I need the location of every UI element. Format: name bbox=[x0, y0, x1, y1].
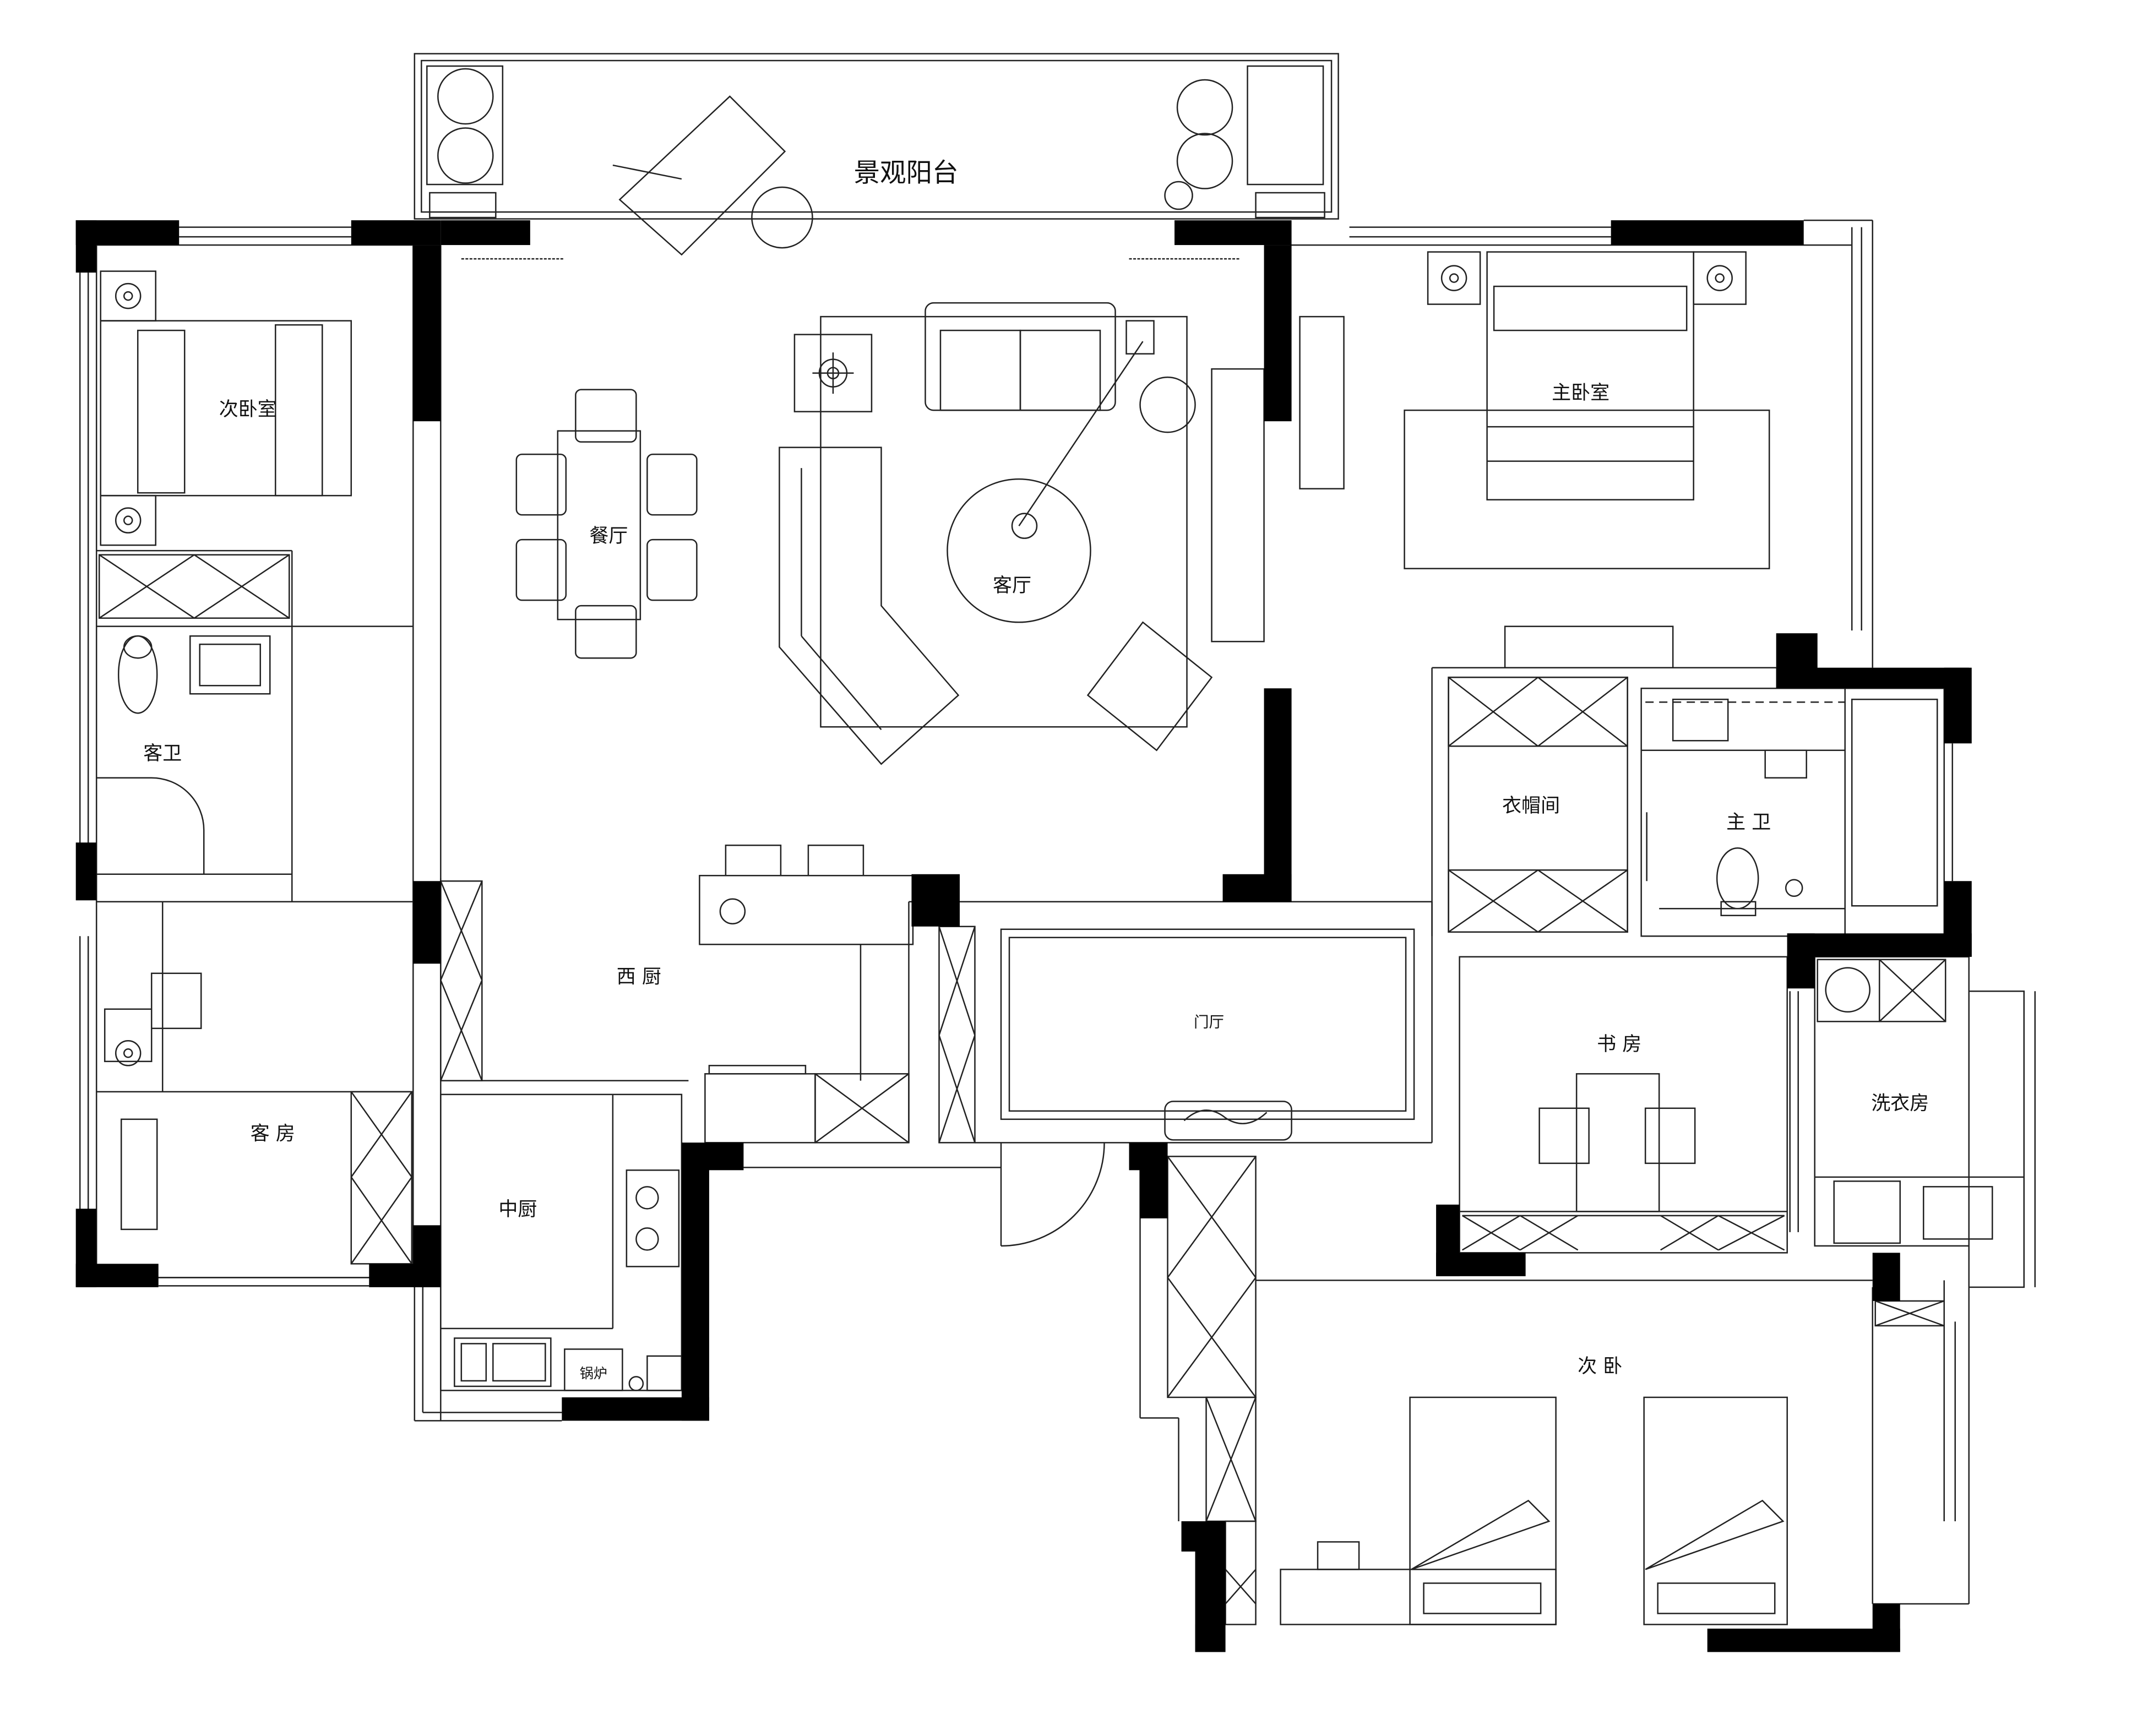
label-balcony: 景观阳台 bbox=[853, 158, 958, 188]
label-boiler: 锅炉 bbox=[580, 1365, 607, 1381]
label-dining: 餐厅 bbox=[589, 525, 628, 547]
label-guest-bath: 客卫 bbox=[143, 743, 182, 765]
label-guest-room: 客 房 bbox=[251, 1123, 295, 1145]
label-master-bedroom: 主卧室 bbox=[1552, 382, 1609, 404]
label-laundry: 洗衣房 bbox=[1871, 1092, 1929, 1114]
balcony-furniture bbox=[437, 68, 1233, 256]
label-foyer: 门厅 bbox=[1194, 1013, 1224, 1031]
living-furniture bbox=[515, 302, 1213, 765]
structural-walls bbox=[75, 220, 1972, 1652]
label-second-bedroom-b: 次 卧 bbox=[1578, 1356, 1622, 1378]
interior-lines bbox=[79, 53, 2036, 1625]
label-master-bath: 主 卫 bbox=[1726, 812, 1771, 834]
room-labels: 景观阳台 次卧室 餐厅 客厅 主卧室 客卫 衣帽间 主 卫 西 厨 门厅 书 房… bbox=[143, 158, 1929, 1381]
bedroom-fixtures bbox=[96, 251, 1747, 1231]
label-second-bedroom-a: 次卧室 bbox=[219, 399, 277, 421]
label-western-kitchen: 西 厨 bbox=[617, 966, 661, 988]
label-living: 客厅 bbox=[993, 575, 1031, 597]
label-chinese-kitchen: 中厨 bbox=[498, 1199, 537, 1221]
label-study: 书 房 bbox=[1597, 1033, 1641, 1055]
label-cloakroom: 衣帽间 bbox=[1502, 795, 1560, 817]
